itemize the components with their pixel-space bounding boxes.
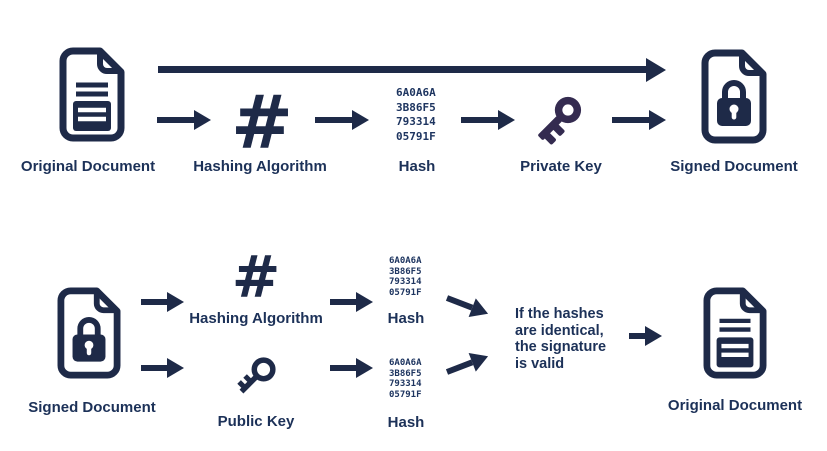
signed-document-icon — [700, 48, 768, 144]
public-key-label: Public Key — [217, 413, 295, 430]
arrow-icon — [445, 295, 474, 311]
arrow-icon — [330, 365, 356, 371]
hash-label: Hash — [398, 158, 436, 175]
hash-label: Hash — [387, 310, 425, 327]
original-document-icon — [701, 286, 769, 379]
arrow-icon — [141, 299, 167, 305]
arrow-icon — [461, 117, 498, 123]
hash-value: 6A0A6A 3B86F5 793314 05791F — [389, 256, 422, 298]
arrow-icon — [629, 333, 645, 339]
hash-value: 6A0A6A 3B86F5 793314 05791F — [389, 358, 422, 400]
original-document-icon — [58, 46, 126, 142]
hashing-algorithm-label: Hashing Algorithm — [193, 158, 327, 175]
original-document-label: Original Document — [667, 397, 803, 414]
private-key-icon — [528, 88, 592, 148]
hash-comparison-text: If the hashes are identical, the signatu… — [515, 306, 607, 372]
hashing-algorithm-icon: # — [230, 80, 293, 166]
private-key-label: Private Key — [520, 158, 602, 175]
hashing-algorithm-icon: # — [231, 243, 281, 311]
arrow-icon — [612, 117, 649, 123]
arrow-document-to-signed-icon — [158, 66, 646, 73]
hash-label: Hash — [387, 414, 425, 431]
arrow-icon — [445, 359, 474, 375]
signed-document-label: Signed Document — [670, 158, 798, 175]
arrow-icon — [315, 117, 352, 123]
public-key-icon — [229, 349, 285, 403]
arrow-icon — [330, 299, 356, 305]
signed-document-icon — [56, 286, 122, 379]
hashing-algorithm-label: Hashing Algorithm — [189, 310, 323, 327]
arrow-icon — [141, 365, 167, 371]
arrow-icon — [157, 117, 194, 123]
signed-document-label: Signed Document — [28, 399, 156, 416]
original-document-label: Original Document — [20, 158, 156, 175]
hash-value: 6A0A6A 3B86F5 793314 05791F — [396, 86, 436, 143]
